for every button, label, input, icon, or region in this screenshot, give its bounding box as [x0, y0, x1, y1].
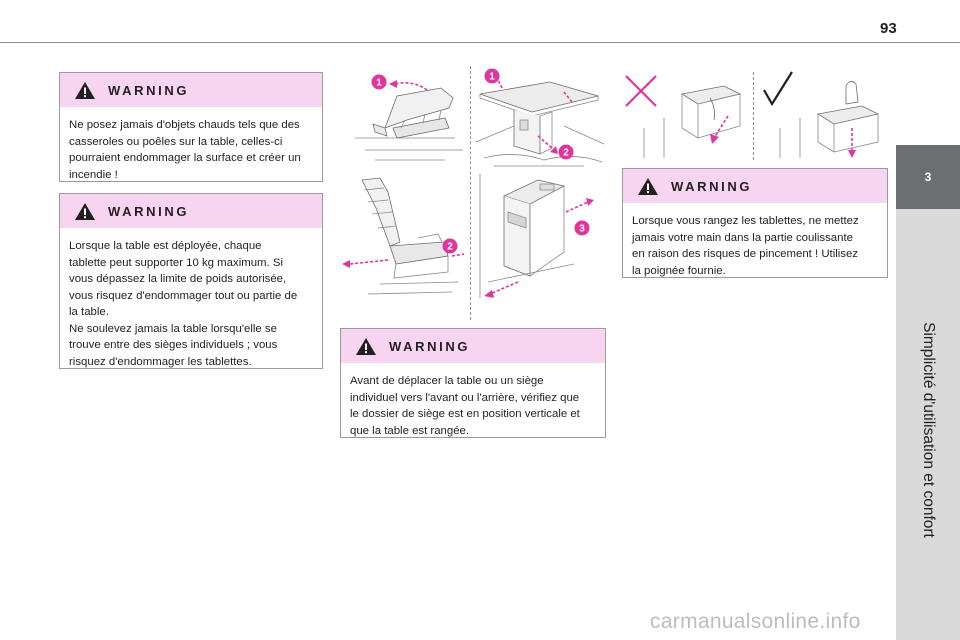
- warning-line: individuel vers l'avant ou l'arrière, vé…: [350, 391, 580, 404]
- arrow-icon: [349, 259, 389, 265]
- step-badge: [371, 74, 387, 90]
- warning-header: WARNING: [623, 169, 887, 203]
- illustration-divider: [470, 66, 471, 320]
- arrow-icon: [563, 91, 573, 103]
- page-number: 93: [880, 20, 897, 37]
- warning-text: Ne posez jamais d'objets chauds tels que…: [60, 107, 322, 191]
- watermark: carmanualsonline.info: [650, 610, 861, 633]
- warning-box-moving-table: WARNING Avant de déplacer la table ou un…: [340, 328, 606, 438]
- warning-line: Lorsque vous rangez les tablettes, ne me…: [632, 215, 859, 227]
- warning-triangle-icon: [638, 177, 658, 195]
- warning-line: Lorsque la table est déployée, chaque: [69, 240, 262, 252]
- chapter-number: 3: [924, 170, 932, 184]
- warning-text: Lorsque vous rangez les tablettes, ne me…: [623, 203, 887, 287]
- warning-line: que la table est rangée.: [350, 424, 470, 437]
- arrow-icon: [394, 82, 428, 91]
- warning-triangle-icon: [75, 202, 95, 220]
- warning-header: WARNING: [60, 194, 322, 228]
- warning-line: incendie !: [69, 168, 118, 181]
- check-mark-icon: [763, 71, 793, 107]
- warning-title: WARNING: [671, 178, 753, 194]
- chapter-tab[interactable]: 3: [896, 145, 960, 209]
- step-badge: [484, 68, 500, 84]
- arrow-icon: [537, 135, 553, 149]
- step-badge-label: 3: [579, 224, 585, 235]
- warning-box-hot-objects: WARNING Ne posez jamais d'objets chauds …: [59, 72, 323, 182]
- arrow-icon: [451, 253, 465, 257]
- warning-line: tablette peut supporter 10 kg maximum. S…: [69, 256, 283, 269]
- header-rule: [0, 42, 960, 43]
- warning-line: la table.: [69, 306, 109, 318]
- seat-sliding-illustration: 2: [342, 177, 465, 295]
- arrow-icon: [489, 281, 519, 295]
- table-deployed-illustration: 1 2: [475, 68, 605, 167]
- warning-line: casseroles ou poêles sur la table, celle…: [69, 135, 283, 148]
- warning-header: WARNING: [341, 329, 605, 363]
- warning-box-weight-limit: WARNING Lorsque la table est déployée, c…: [59, 193, 323, 369]
- step-badge-label: 2: [563, 148, 569, 159]
- table-stowed-illustration: 3: [479, 174, 594, 298]
- warning-text: Avant de déplacer la table ou un siège i…: [341, 363, 605, 447]
- arrow-icon: [713, 115, 729, 139]
- warning-line: Ne posez jamais d'objets chauds tels que…: [69, 119, 300, 131]
- step-badge: [558, 144, 574, 160]
- step-badge-label: 1: [376, 78, 382, 89]
- step-badge: [442, 238, 458, 254]
- warning-triangle-icon: [75, 81, 95, 99]
- warning-line: Ne soulevez jamais la table lorsqu'elle …: [69, 322, 277, 335]
- chapter-side-panel: [896, 209, 960, 640]
- warning-line: le dossier de siège est en position vert…: [350, 408, 580, 420]
- step-badge-label: 1: [489, 72, 495, 83]
- warning-line: pourraient endommager la surface et crée…: [69, 152, 301, 164]
- warning-title: WARNING: [389, 338, 471, 354]
- step-badge-label: 2: [447, 242, 453, 253]
- warning-title: WARNING: [108, 203, 190, 219]
- warning-triangle-icon: [356, 337, 376, 355]
- cross-mark-icon: [625, 75, 657, 107]
- arrow-icon: [565, 201, 589, 213]
- warning-line: trouve entre des sièges individuels ; vo…: [69, 339, 278, 351]
- warning-line: risquez d'endommager les tablettes.: [69, 355, 252, 368]
- step-badge: [574, 220, 590, 236]
- correct-hand-position-illustration: [763, 71, 880, 158]
- warning-line: jamais votre main dans la partie couliss…: [632, 231, 853, 244]
- warning-line: la poignée fournie.: [632, 264, 726, 277]
- warning-line: vous risquez d'endommager tout ou partie…: [69, 289, 298, 302]
- warning-box-pinching: WARNING Lorsque vous rangez les tablette…: [622, 168, 888, 278]
- warning-text: Lorsque la table est déployée, chaque ta…: [60, 228, 322, 378]
- wrong-hand-position-illustration: [625, 75, 742, 158]
- seat-folding-illustration: 1: [355, 74, 463, 161]
- warning-line: vous dépassez la limite de poids autoris…: [69, 273, 287, 285]
- warning-header: WARNING: [60, 73, 322, 107]
- warning-line: en raison des risques de pincement ! Uti…: [632, 248, 859, 260]
- illustration-divider: [753, 72, 754, 160]
- chapter-title: Simplicité d'utilisation et confort: [920, 322, 937, 538]
- warning-line: Avant de déplacer la table ou un siège: [350, 375, 544, 387]
- warning-title: WARNING: [108, 82, 190, 98]
